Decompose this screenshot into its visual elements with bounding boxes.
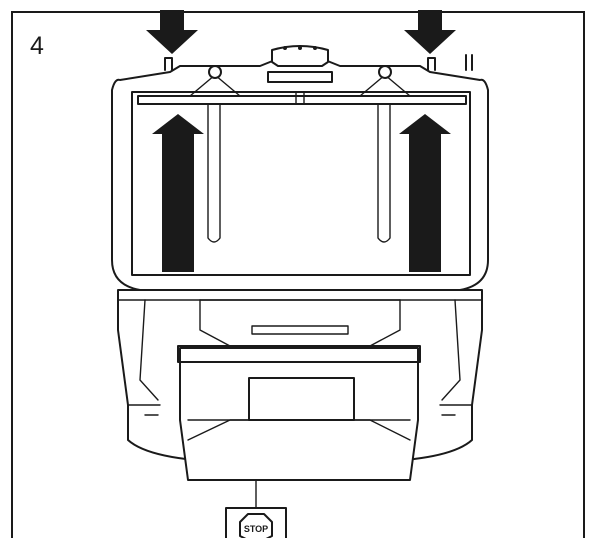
drawer [179, 347, 419, 481]
down-arrow-icon [404, 10, 456, 54]
top-rod [137, 95, 467, 105]
center-latch [271, 45, 329, 67]
stop-label: STOP [244, 524, 268, 534]
step-number: 4 [30, 32, 44, 60]
up-arrow-icon [399, 114, 451, 272]
panel-border [11, 11, 585, 538]
up-arrow-icon [152, 114, 204, 272]
down-arrow-icon [146, 10, 198, 54]
device-lid [111, 59, 489, 291]
stop-sign-icon: STOP [239, 513, 273, 538]
